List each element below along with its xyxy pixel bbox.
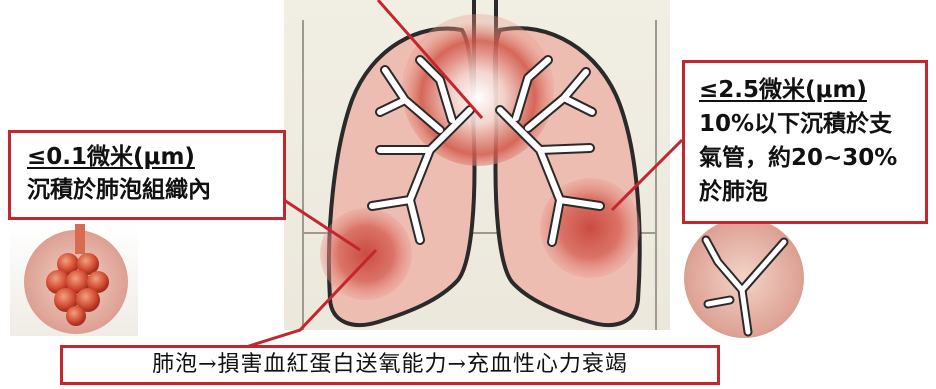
health-effect-caption: 肺泡→損害血紅蛋白送氧能力→充血性心力衰竭 (60, 345, 720, 385)
callout-pm25-particles: ≤2.5微米(μm) 10%以下沉積於支 氣管，約20~30% 於肺泡 (682, 60, 928, 224)
bronchi-closeup-icon (684, 218, 804, 338)
description-right-line3: 於肺泡 (699, 175, 917, 209)
size-label-right: ≤2.5微米(μm) (699, 73, 917, 107)
description-right-line1: 10%以下沉積於支 (699, 107, 917, 141)
description-right-line2: 氣管，約20~30% (699, 141, 917, 175)
callout-ultrafine-particles: ≤0.1微米(μm) 沉積於肺泡組織內 (8, 130, 286, 220)
description-left: 沉積於肺泡組織內 (27, 177, 211, 203)
alveoli-thumbnail (10, 224, 138, 336)
alveoli-cluster-icon (10, 224, 138, 336)
deposit-glow-left (320, 208, 412, 300)
size-label-left: ≤0.1微米(μm) (27, 141, 273, 174)
